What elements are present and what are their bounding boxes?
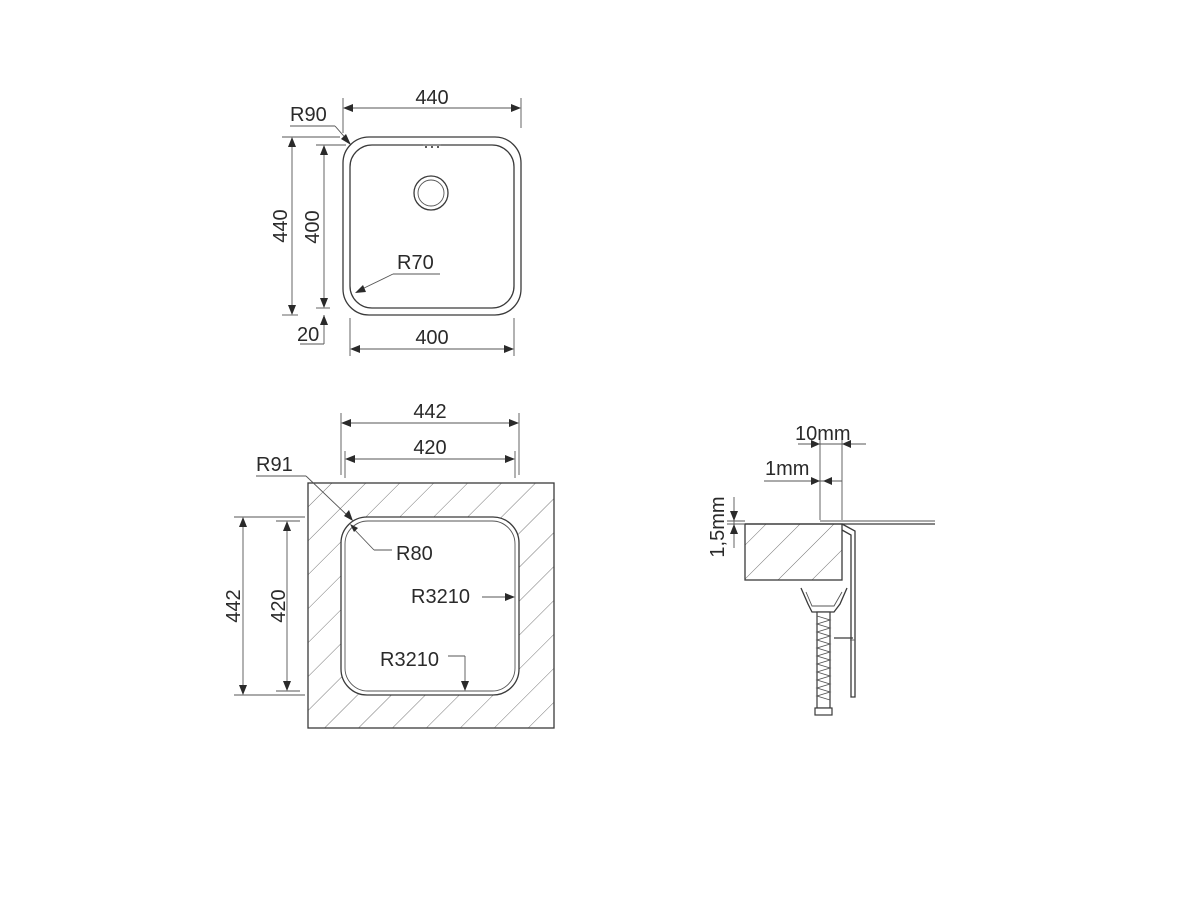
dim-cutout-height-outer-label: 442	[223, 589, 245, 622]
dim-height-outer-label: 440	[270, 209, 292, 242]
radius-side-label: R3210	[411, 586, 470, 608]
dim-thickness: 1,5mm	[707, 496, 745, 558]
dim-offset: 20	[297, 315, 328, 346]
radius-cutout-inner-label: R80	[396, 543, 433, 565]
dim-height-inner: 400	[302, 144, 346, 309]
radius-bottom-label: R3210	[380, 649, 439, 671]
radius-side-callout: R3210	[411, 586, 515, 608]
sink-wall	[841, 523, 856, 698]
radius-outer-label: R90	[290, 104, 327, 126]
dim-thickness-label: 1,5mm	[707, 496, 729, 557]
cutout-view: 442 420 442 420	[223, 401, 555, 729]
radius-bottom-callout: R3210	[380, 649, 469, 691]
radius-cutout-inner-callout: R80	[350, 524, 433, 565]
radius-inner-callout: R70	[355, 252, 440, 293]
radius-outer-callout: R90	[290, 104, 351, 145]
top-view: 440 R90 440 400	[270, 87, 522, 356]
dim-width-inner-label: 400	[415, 327, 448, 349]
dim-cutout-width-inner: 420	[344, 437, 516, 478]
dim-cutout-height-inner-label: 420	[268, 589, 290, 622]
drain-hole	[413, 175, 449, 211]
sink-outer-outline	[342, 136, 522, 316]
dim-cutout-width-outer: 442	[340, 401, 520, 475]
mounting-clamp	[800, 587, 853, 716]
radius-cutout-outer-label: R91	[256, 454, 293, 476]
dim-cutout-height-outer: 442	[223, 516, 305, 696]
dim-cutout-width-outer-label: 442	[413, 401, 446, 423]
dim-gap: 10mm	[795, 423, 866, 520]
dim-height-inner-label: 400	[302, 210, 324, 243]
section-view: 10mm 1mm 1,5mm	[707, 423, 935, 716]
radius-cutout-outer-callout: R91	[256, 454, 353, 521]
worktop-outline	[307, 482, 555, 729]
cutout-inner-line	[344, 520, 516, 692]
dim-cutout-height-inner: 420	[268, 520, 300, 692]
dim-lip: 1mm	[764, 458, 842, 485]
dim-cutout-width-inner-label: 420	[413, 437, 446, 459]
dim-gap-label: 10mm	[795, 423, 851, 445]
dim-width-outer-label: 440	[415, 87, 448, 109]
dim-width-outer: 440	[342, 87, 522, 133]
cutout-opening	[340, 516, 520, 696]
overflow-slot	[423, 144, 441, 148]
dim-height-outer: 440	[270, 136, 340, 316]
radius-inner-label: R70	[397, 252, 434, 274]
dim-width-inner: 400	[349, 318, 515, 356]
sink-inner-outline	[349, 144, 515, 309]
dim-lip-label: 1mm	[765, 458, 809, 480]
dim-offset-label: 20	[297, 324, 319, 346]
